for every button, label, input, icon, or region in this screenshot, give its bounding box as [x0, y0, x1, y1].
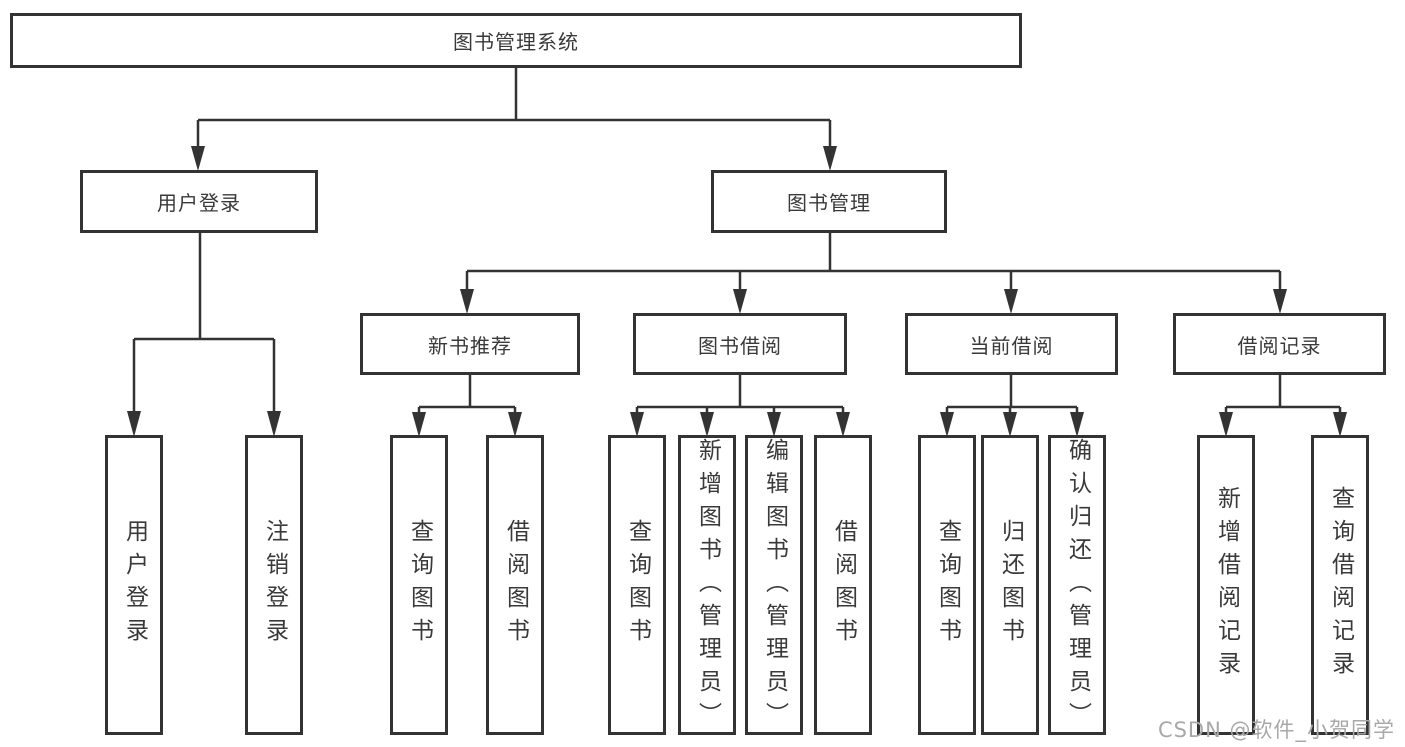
leaf-user-login: 用户登录 — [105, 435, 163, 735]
arrow-down-icon — [836, 412, 850, 437]
csdn-watermark: CSDN @软件_小贺同学 — [1157, 718, 1395, 742]
leaf-current-confirm-return-admin: 确认归还（管理员） — [1048, 435, 1106, 735]
leaf-record-add-borrow-record: 新增借阅记录 — [1197, 435, 1255, 735]
arrow-down-icon — [127, 411, 141, 437]
node-user-login: 用户登录 — [80, 170, 318, 233]
connector-book-borrow-branch — [637, 375, 843, 409]
arrow-down-icon — [191, 146, 205, 171]
leaf-borrowing-query-books: 查询图书 — [608, 435, 666, 735]
connector-new-book-branch — [419, 375, 515, 409]
arrow-down-icon — [733, 289, 747, 314]
arrow-down-icon — [1003, 412, 1017, 437]
leaf-current-query-books: 查询图书 — [918, 435, 976, 735]
leaf-newbook-borrow-books: 借阅图书 — [486, 435, 544, 735]
node-book-management: 图书管理 — [711, 170, 947, 233]
arrow-down-icon — [1333, 412, 1347, 437]
connector-root-branch — [198, 68, 830, 122]
arrow-down-icon — [1219, 412, 1233, 437]
node-root: 图书管理系统 — [10, 13, 1022, 68]
arrow-down-icon — [508, 412, 522, 437]
node-borrowing-record: 借阅记录 — [1173, 313, 1386, 375]
leaf-borrowing-borrow-books: 借阅图书 — [814, 435, 872, 735]
arrow-down-icon — [460, 289, 474, 314]
arrow-down-icon — [267, 411, 281, 437]
leaf-record-query-borrow-record: 查询借阅记录 — [1311, 435, 1369, 735]
leaf-borrowing-add-books-admin: 新增图书（管理员） — [678, 435, 736, 735]
leaf-logout: 注销登录 — [245, 435, 303, 735]
arrow-down-icon — [630, 412, 644, 437]
arrow-down-icon — [767, 412, 781, 437]
arrow-down-icon — [940, 412, 954, 437]
arrow-down-icon — [1004, 289, 1018, 314]
arrow-down-icon — [1273, 289, 1287, 314]
arrow-down-icon — [823, 146, 837, 171]
connector-book-mgmt-branch — [467, 233, 1280, 273]
arrow-down-icon — [412, 412, 426, 437]
arrow-down-icon — [1070, 412, 1084, 437]
node-book-borrowing: 图书借阅 — [633, 313, 847, 375]
arrow-down-icon — [700, 412, 714, 437]
leaf-current-return-books: 归还图书 — [981, 435, 1039, 735]
node-new-book-recommendation: 新书推荐 — [360, 313, 580, 375]
connector-user-login-branch — [134, 233, 274, 341]
node-current-borrowing: 当前借阅 — [905, 313, 1118, 375]
connector-current-borrow-branch — [947, 375, 1077, 409]
leaf-newbook-query-books: 查询图书 — [390, 435, 448, 735]
leaf-borrowing-edit-books-admin: 编辑图书（管理员） — [745, 435, 803, 735]
connector-borrow-record-branch — [1226, 375, 1340, 409]
